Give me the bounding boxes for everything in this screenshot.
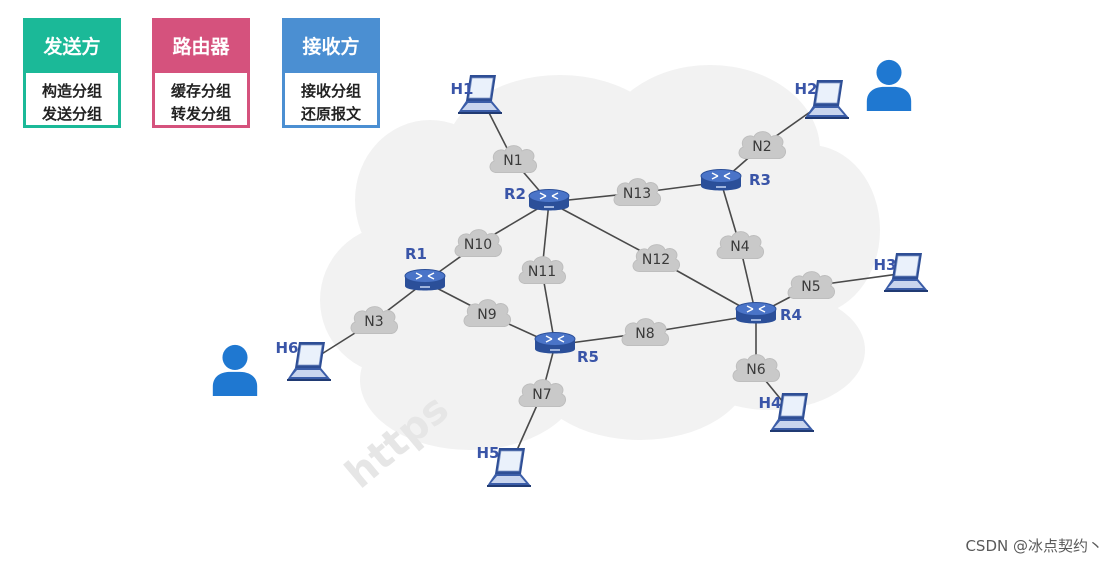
- host-label-h3: H3: [874, 256, 897, 274]
- legend-sender-title: 发送方: [26, 21, 118, 73]
- legend-router-line-1: 缓存分组: [170, 82, 231, 100]
- router-r3-icon: [700, 168, 742, 192]
- network-label-n8: N8: [635, 326, 654, 342]
- network-label-n5: N5: [801, 279, 820, 295]
- network-label-n11: N11: [528, 264, 556, 280]
- link-r2-n12: [548, 201, 657, 260]
- host-label-h6: H6: [276, 339, 299, 357]
- router-r4-icon: [735, 301, 777, 325]
- router-label-r1: R1: [405, 245, 427, 263]
- legend-sender-line-1: 构造分组: [41, 82, 102, 100]
- router-r2-icon: [528, 188, 570, 212]
- host-label-h2: H2: [795, 80, 818, 98]
- host-label-h4: H4: [759, 394, 782, 412]
- network-label-n4: N4: [730, 239, 749, 255]
- network-label-n10: N10: [464, 237, 492, 253]
- internet-cloud: [320, 65, 880, 450]
- network-label-n3: N3: [364, 314, 383, 330]
- csdn-watermark: CSDN @冰点契约丶: [965, 537, 1103, 555]
- host-label-h5: H5: [477, 444, 500, 462]
- legend-router-title: 路由器: [155, 21, 247, 73]
- router-label-r3: R3: [749, 171, 771, 189]
- network-label-n13: N13: [623, 186, 651, 202]
- sender-user-icon: [212, 344, 258, 397]
- network-label-n1: N1: [503, 153, 522, 169]
- router-label-r4: R4: [780, 306, 802, 324]
- host-label-h1: H1: [451, 80, 474, 98]
- network-label-n7: N7: [532, 387, 551, 403]
- legend-receiver-text: 接收分组 还原报文: [285, 73, 377, 126]
- legend-receiver: 接收方 接收分组 还原报文: [282, 18, 380, 128]
- router-label-r2: R2: [504, 185, 526, 203]
- legend-sender: 发送方 构造分组 发送分组: [23, 18, 121, 128]
- legend-receiver-line-2: 还原报文: [300, 105, 361, 123]
- router-label-r5: R5: [577, 348, 599, 366]
- router-r5-icon: [534, 331, 576, 355]
- network-label-n6: N6: [746, 362, 765, 378]
- network-label-n12: N12: [642, 252, 670, 268]
- receiver-user-icon: [866, 59, 912, 112]
- router-r1-icon: [404, 268, 446, 292]
- legend-router-line-2: 转发分组: [170, 105, 231, 123]
- legend-router: 路由器 缓存分组 转发分组: [152, 18, 250, 128]
- legend-router-text: 缓存分组 转发分组: [155, 73, 247, 126]
- legend-receiver-line-1: 接收分组: [300, 82, 361, 100]
- legend-sender-line-2: 发送分组: [41, 105, 102, 123]
- network-label-n2: N2: [752, 139, 771, 155]
- legend-receiver-title: 接收方: [285, 21, 377, 73]
- legend-sender-text: 构造分组 发送分组: [26, 73, 118, 126]
- network-label-n9: N9: [477, 307, 496, 323]
